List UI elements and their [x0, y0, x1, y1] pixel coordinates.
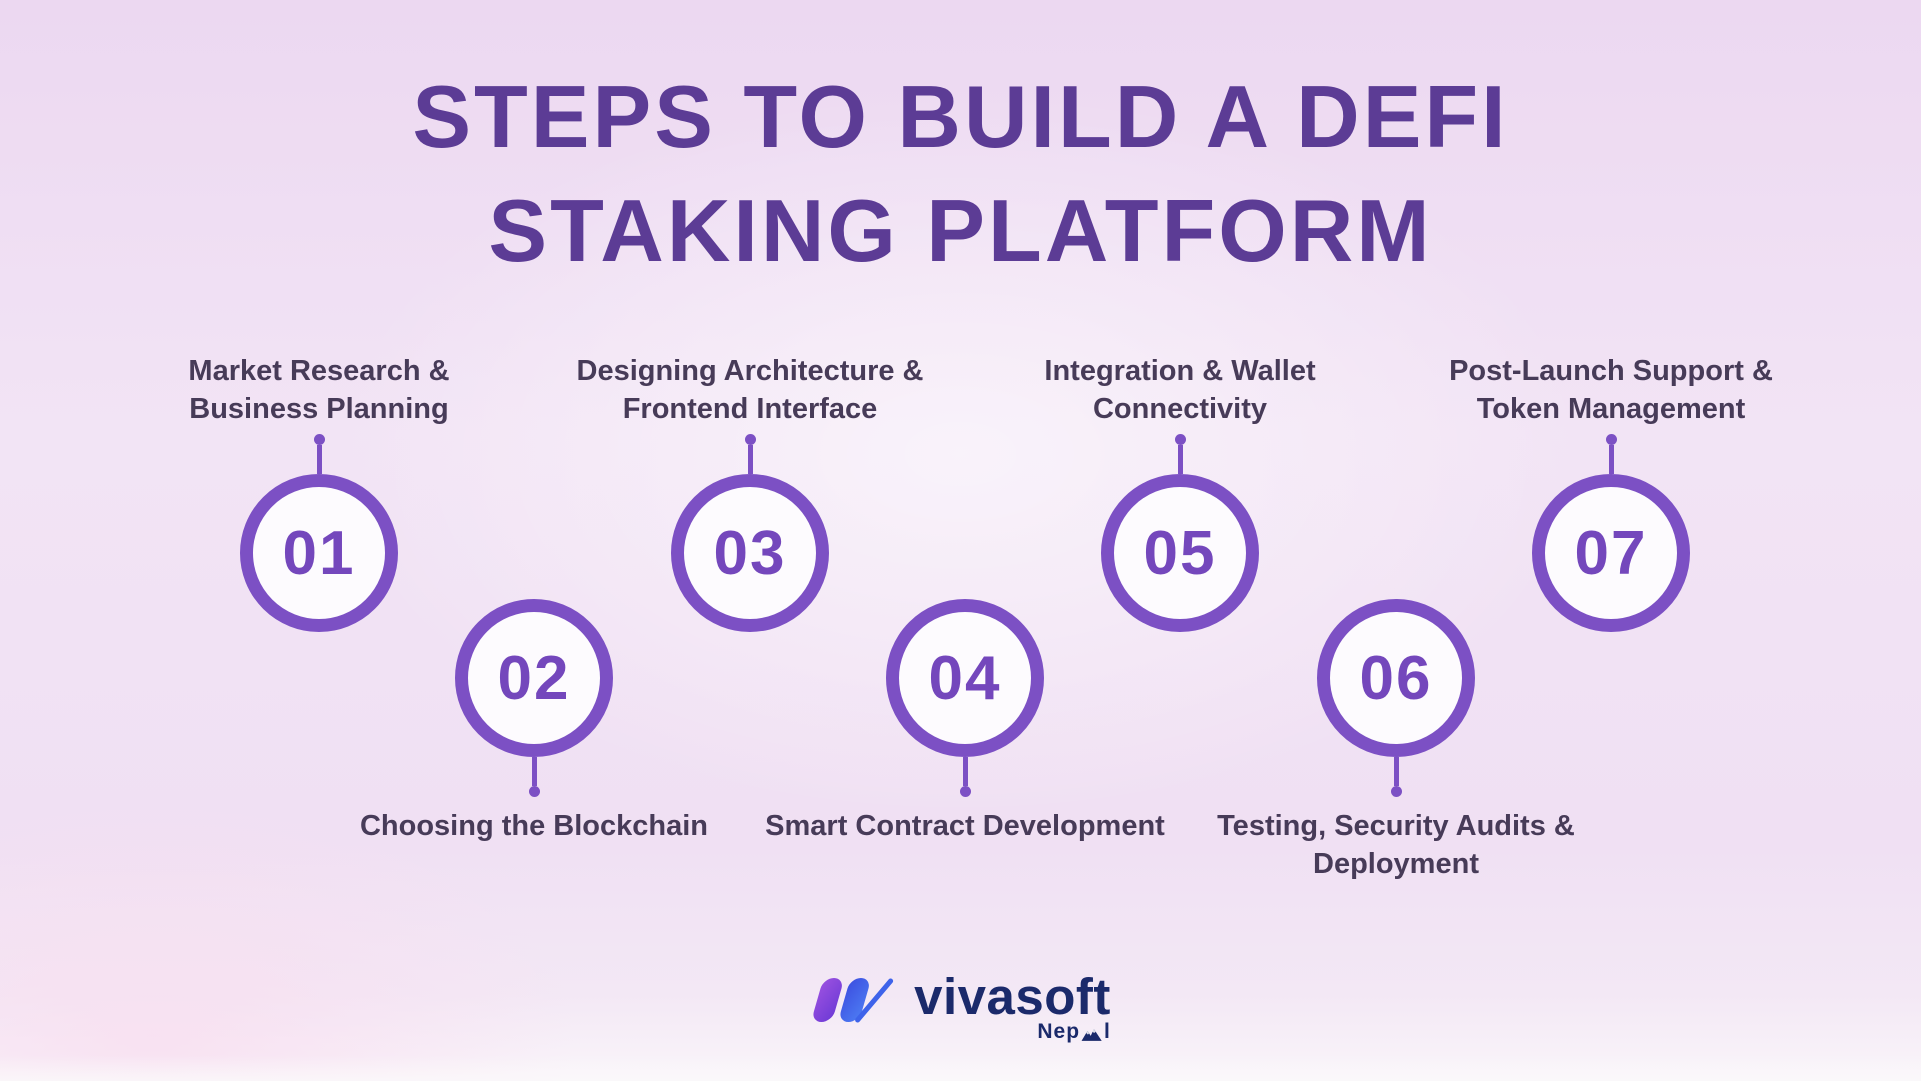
- step-label-line2: Development: [982, 810, 1165, 842]
- step-label: Post-Launch Support & Token Management: [1391, 348, 1831, 428]
- step-label-line2: Token Management: [1476, 393, 1746, 425]
- brand-name: vivasoft: [914, 968, 1111, 1025]
- connector-line: [316, 445, 322, 474]
- step-number: 03: [713, 518, 787, 588]
- mountain-icon: [1081, 1029, 1103, 1041]
- step-1: Market Research & Business Planning 01: [99, 348, 539, 632]
- connector-line: [1393, 757, 1399, 786]
- logo-text-column: vivasoft Nep l: [914, 968, 1111, 1044]
- step-label: Choosing the Blockchain: [314, 807, 754, 845]
- step-number: 07: [1574, 518, 1648, 588]
- step-7: Post-Launch Support & Token Management 0…: [1391, 348, 1831, 632]
- connector-dot-icon: [959, 786, 971, 797]
- step-5: Integration & Wallet Connectivity 05: [960, 348, 1400, 632]
- connector-line: [962, 757, 968, 786]
- connector-dot-icon: [1605, 434, 1617, 445]
- brand-region: Nep l: [1037, 1020, 1111, 1044]
- step-label-line2: & Deployment: [1313, 810, 1575, 880]
- connector-dot-icon: [528, 786, 540, 797]
- step-label-line2: Blockchain: [553, 810, 709, 842]
- step-label-line1: Market Research &: [188, 355, 450, 387]
- page-title-line1: STEPS TO BUILD A DEFI: [412, 67, 1509, 166]
- step-4: 04 Smart Contract Development: [745, 599, 1185, 845]
- step-6: 06 Testing, Security Audits & Deployment: [1176, 599, 1616, 883]
- brand-region-prefix: Nep: [1037, 1020, 1081, 1043]
- step-circle: 07: [1532, 474, 1690, 632]
- step-label-line1: Post-Launch Support &: [1449, 355, 1773, 387]
- page-title: STEPS TO BUILD A DEFI STAKING PLATFORM: [0, 60, 1921, 289]
- connector-line: [747, 445, 753, 474]
- step-number: 04: [928, 643, 1002, 713]
- step-number: 06: [1359, 643, 1433, 713]
- page-title-line2: STAKING PLATFORM: [488, 181, 1433, 281]
- step-label-line2: Frontend Interface: [622, 393, 878, 425]
- step-label-line1: Testing, Security Audits: [1217, 810, 1546, 842]
- step-label-line1: Integration & Wallet: [1044, 355, 1316, 387]
- step-label: Integration & Wallet Connectivity: [960, 348, 1400, 428]
- step-label: Smart Contract Development: [745, 807, 1185, 845]
- vivasoft-logo-icon: [812, 978, 893, 1023]
- connector-line: [531, 757, 537, 786]
- step-label-line2: Connectivity: [1092, 393, 1268, 425]
- connector-dot-icon: [744, 434, 756, 445]
- connector-line: [1608, 445, 1614, 474]
- step-2: 02 Choosing the Blockchain: [314, 599, 754, 845]
- step-3: Designing Architecture & Frontend Interf…: [530, 348, 970, 632]
- step-label-line1: Smart Contract: [765, 810, 975, 842]
- step-label-line1: Designing Architecture &: [576, 355, 924, 387]
- step-label: Testing, Security Audits & Deployment: [1176, 807, 1616, 883]
- connector-line: [1177, 445, 1183, 474]
- bottom-edge-fade: [0, 1055, 1921, 1081]
- connector-dot-icon: [313, 434, 325, 445]
- step-number: 05: [1143, 518, 1217, 588]
- brand-region-suffix: l: [1104, 1020, 1111, 1043]
- step-label-line1: Choosing the: [359, 810, 546, 842]
- step-number: 02: [497, 643, 571, 713]
- step-number: 01: [282, 518, 356, 588]
- connector-dot-icon: [1174, 434, 1186, 445]
- vivasoft-logo: vivasoft Nep l: [810, 968, 1111, 1044]
- connector-dot-icon: [1390, 786, 1402, 797]
- step-label-line2: Business Planning: [189, 393, 449, 425]
- step-label: Market Research & Business Planning: [99, 348, 539, 428]
- step-label: Designing Architecture & Frontend Interf…: [530, 348, 970, 428]
